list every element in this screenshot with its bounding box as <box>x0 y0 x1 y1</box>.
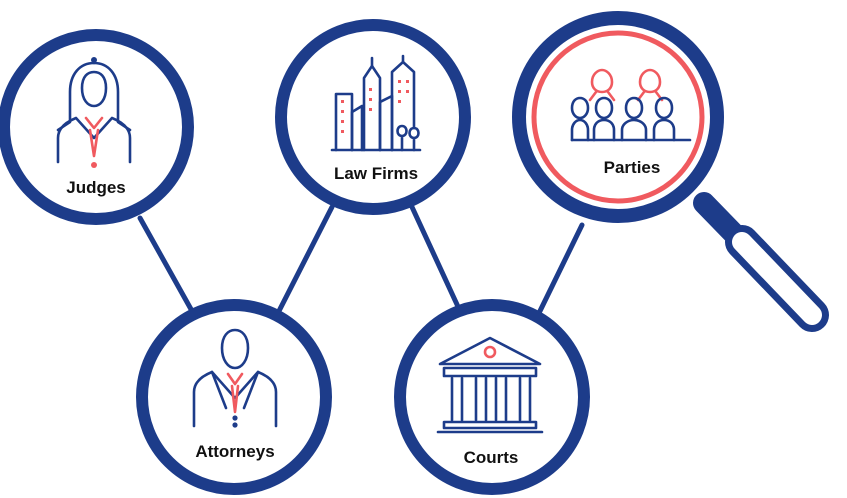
node-courts-label: Courts <box>464 448 519 467</box>
node-law-firms[interactable]: Law Firms <box>275 19 471 215</box>
node-courts-ring <box>394 299 590 495</box>
group-people-icon <box>570 68 692 142</box>
node-attorneys[interactable]: Attorneys <box>136 299 332 495</box>
connector-courts-parties <box>537 222 585 314</box>
connector-lawfirms-courts <box>409 204 463 314</box>
connector-attorneys-lawfirms <box>276 204 335 314</box>
connector-judges-attorneys <box>137 215 195 314</box>
node-judges-label: Judges <box>66 178 126 197</box>
city-buildings-icon <box>330 54 422 152</box>
node-parties-label: Parties <box>604 158 661 177</box>
courthouse-icon <box>436 336 544 434</box>
node-attorneys-label: Attorneys <box>195 442 274 461</box>
node-parties-ring <box>531 30 705 204</box>
attorney-icon <box>192 328 278 428</box>
node-courts[interactable]: Courts <box>394 299 590 495</box>
node-parties[interactable]: Parties <box>512 11 724 223</box>
connector-lines <box>137 204 585 314</box>
judge-icon <box>56 57 132 168</box>
node-law-firms-ring <box>275 19 471 215</box>
node-law-firms-label: Law Firms <box>334 164 418 183</box>
node-judges[interactable]: Judges <box>0 29 194 225</box>
magnifier-handle-inner <box>732 232 822 325</box>
magnifying-glass-icon <box>693 192 829 332</box>
